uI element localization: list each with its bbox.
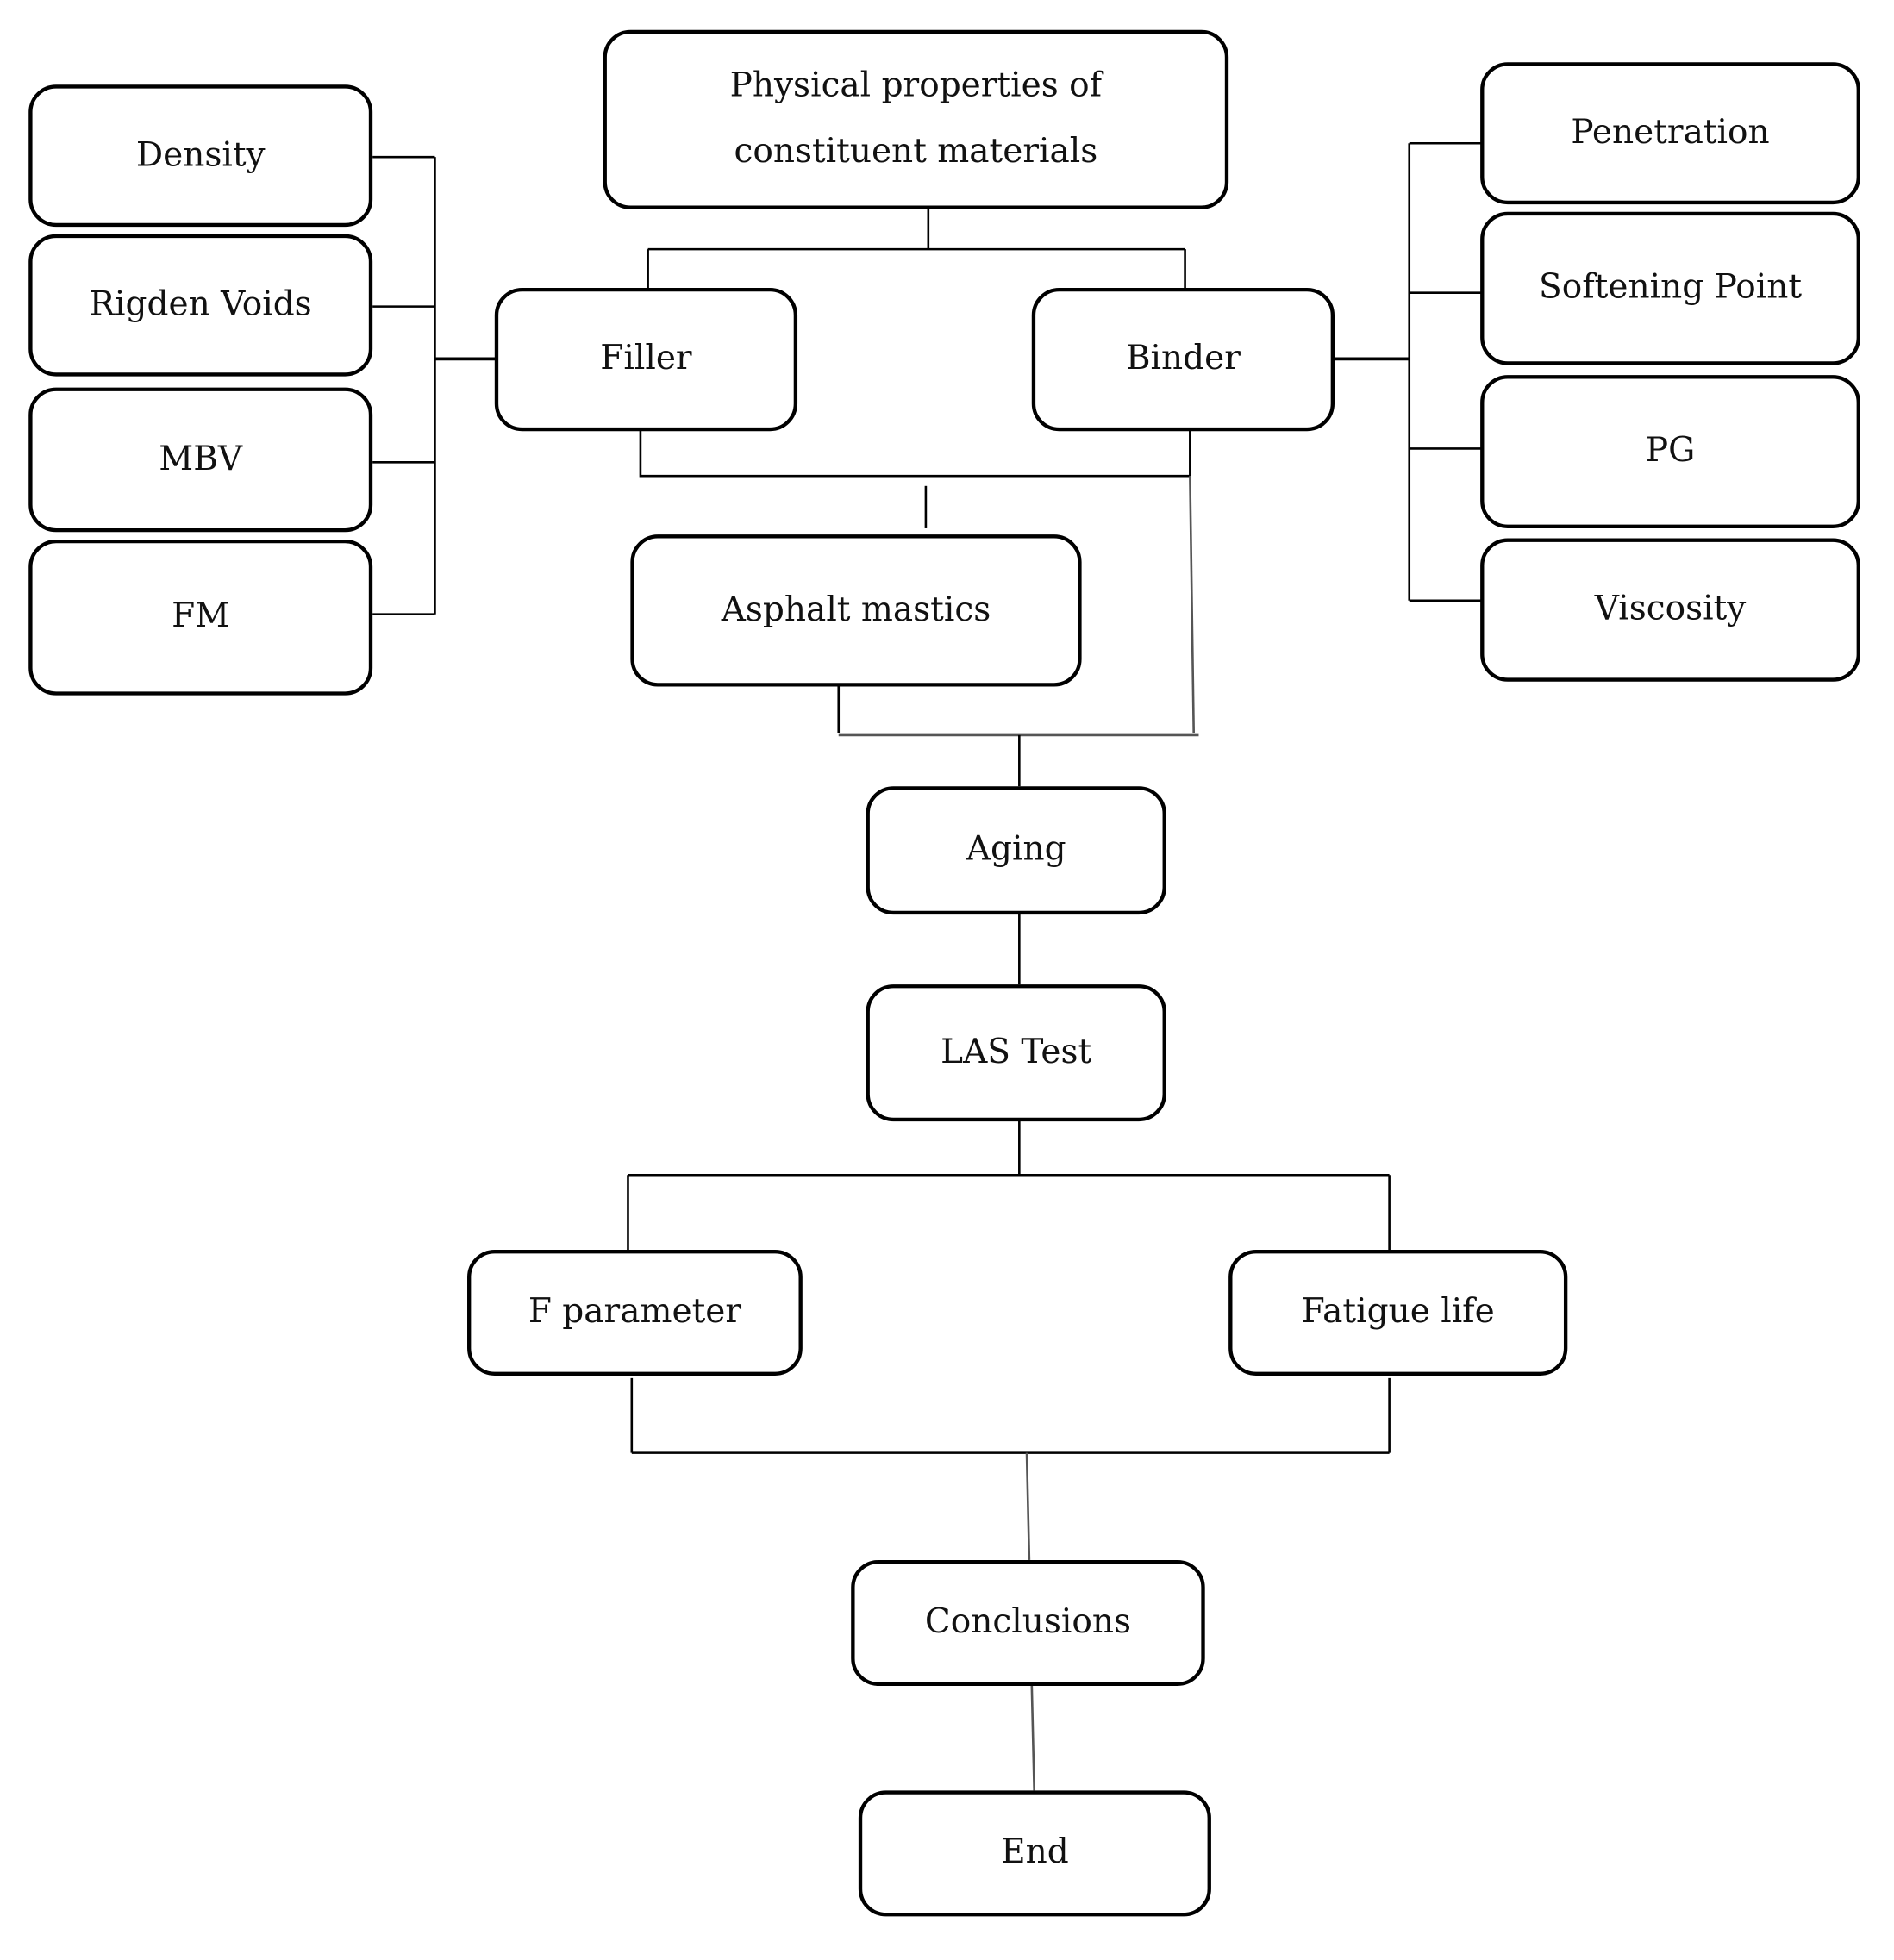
node-las-test: LAS Test — [866, 984, 1166, 1122]
node-rigden-voids: Rigden Voids — [28, 234, 373, 377]
connector-join-to-conclusions — [1025, 1452, 1031, 1560]
node-fm: FM — [28, 539, 373, 696]
connector-filler-binder-join — [639, 429, 1191, 478]
node-density: Density — [28, 84, 373, 228]
node-f-parameter: F parameter — [467, 1249, 803, 1376]
node-binder: Binder — [1031, 287, 1335, 432]
node-conclusions: Conclusions — [851, 1559, 1205, 1686]
node-softening-point: Softening Point — [1480, 211, 1860, 365]
connector-binder-to-merge — [1189, 476, 1195, 733]
connector-left-bracket — [372, 155, 436, 616]
node-penetration: Penetration — [1480, 62, 1860, 205]
node-end: End — [858, 1790, 1211, 1917]
node-asphalt-mastics: Asphalt mastics — [630, 534, 1082, 687]
connector-physical-to-branches — [647, 208, 1186, 288]
node-physical-properties: Physical properties of constituent mater… — [603, 29, 1229, 209]
node-mbv: MBV — [28, 387, 373, 533]
connector-las-to-branches — [627, 1120, 1391, 1250]
connector-results-join — [630, 1377, 1391, 1454]
node-pg: PG — [1480, 375, 1860, 528]
node-aging: Aging — [866, 786, 1166, 915]
connector-right-bracket — [1408, 141, 1482, 602]
connector-conclusions-to-end — [1030, 1684, 1035, 1791]
node-fatigue-life: Fatigue life — [1228, 1249, 1568, 1376]
node-viscosity: Viscosity — [1480, 538, 1860, 682]
node-filler: Filler — [494, 287, 798, 432]
